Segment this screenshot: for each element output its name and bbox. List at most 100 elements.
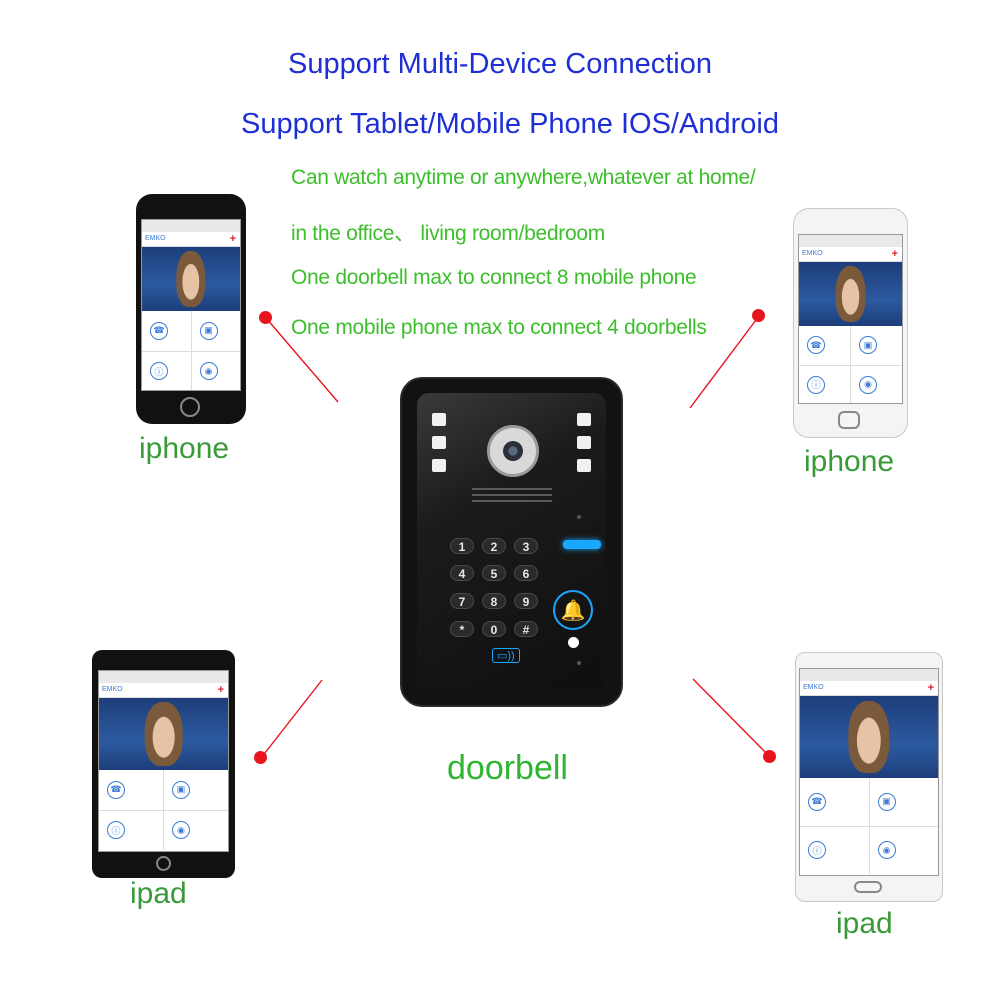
label-iphone-right: iphone xyxy=(804,445,895,478)
photo-icon: ▣ xyxy=(877,792,896,811)
ir-led xyxy=(432,413,446,426)
action-grid: ☎ ▣ ⓘ ◉ xyxy=(799,326,902,403)
status-light xyxy=(563,540,601,549)
speaker-grille xyxy=(472,500,552,502)
key-2[interactable]: 2 xyxy=(482,538,506,554)
info-icon: ⓘ xyxy=(107,821,125,840)
key-6[interactable]: 6 xyxy=(514,565,538,581)
info-icon: ⓘ xyxy=(808,841,826,860)
home-button xyxy=(838,411,860,429)
action-photo[interactable]: ▣ xyxy=(191,311,240,351)
action-record[interactable]: ◉ xyxy=(191,351,240,390)
phone-screen: EMKO + ☎ ▣ ⓘ ◉ xyxy=(141,219,241,391)
tablet-screen: EMKO+ ☎ ▣ ⓘ ◉ xyxy=(799,668,939,876)
ir-led xyxy=(577,436,591,449)
connector-dot-bottom-right xyxy=(763,750,776,763)
action-call[interactable]: ☎ xyxy=(799,326,850,365)
record-icon: ◉ xyxy=(199,362,218,381)
connector-dot-top-left xyxy=(259,311,272,324)
home-button xyxy=(180,397,200,417)
iphone-top-left: EMKO + ☎ ▣ ⓘ ◉ xyxy=(136,194,246,424)
action-photo[interactable]: ▣ xyxy=(851,326,902,365)
camera-lens-icon xyxy=(487,425,539,477)
action-call[interactable]: ☎ xyxy=(142,311,191,351)
app-brand: EMKO xyxy=(102,686,123,693)
ir-led xyxy=(577,413,591,426)
status-bar xyxy=(142,220,240,232)
add-icon: + xyxy=(217,684,224,696)
feature-line-3: One doorbell max to connect 8 mobile pho… xyxy=(291,266,697,289)
key-9[interactable]: 9 xyxy=(514,593,538,609)
ir-led xyxy=(432,459,446,472)
tablet-screen: EMKO + ☎ ▣ ⓘ ◉ xyxy=(98,670,229,852)
app-bar: EMKO + xyxy=(99,683,228,698)
action-photo[interactable]: ▣ xyxy=(164,770,228,810)
bell-icon[interactable]: 🔔 xyxy=(553,590,593,630)
key-0[interactable]: 0 xyxy=(482,621,506,637)
add-icon: + xyxy=(229,233,236,245)
app-bar: EMKO + xyxy=(799,247,902,262)
status-bar xyxy=(800,669,938,681)
key-8[interactable]: 8 xyxy=(482,593,506,609)
record-icon: ◉ xyxy=(172,821,190,840)
ir-led xyxy=(432,436,446,449)
face-image xyxy=(835,265,866,323)
video-feed xyxy=(142,247,240,311)
action-record[interactable]: ◉ xyxy=(851,365,902,403)
key-4[interactable]: 4 xyxy=(450,565,474,581)
video-feed xyxy=(800,696,938,778)
info-icon: ⓘ xyxy=(150,362,168,381)
action-grid: ☎ ▣ ⓘ ◉ xyxy=(800,778,938,874)
home-button xyxy=(854,881,882,893)
info-icon: ⓘ xyxy=(807,375,825,394)
action-photo[interactable]: ▣ xyxy=(869,778,938,826)
action-info[interactable]: ⓘ xyxy=(799,365,850,403)
action-info[interactable]: ⓘ xyxy=(800,826,869,874)
connector-line-top-left xyxy=(265,317,339,403)
speaker-grille xyxy=(472,494,552,496)
app-bar: EMKO + xyxy=(142,232,240,247)
app-bar: EMKO+ xyxy=(800,681,938,696)
video-feed xyxy=(99,698,228,770)
key-star[interactable]: * xyxy=(450,621,474,637)
doorbell-panel: 1 2 3 4 5 6 7 8 9 * 0 # 🔔 ▭)) xyxy=(417,393,606,689)
mic-icon xyxy=(577,515,581,519)
phone-icon: ☎ xyxy=(107,780,125,799)
record-icon: ◉ xyxy=(859,375,877,394)
feature-line-1: Can watch anytime or anywhere,whatever a… xyxy=(291,166,756,189)
face-image xyxy=(144,702,183,766)
key-1[interactable]: 1 xyxy=(450,538,474,554)
photo-icon: ▣ xyxy=(172,780,190,799)
face-image xyxy=(176,250,206,308)
action-record[interactable]: ◉ xyxy=(164,810,228,850)
ipad-bottom-right: EMKO+ ☎ ▣ ⓘ ◉ xyxy=(795,652,943,902)
key-3[interactable]: 3 xyxy=(514,538,538,554)
key-5[interactable]: 5 xyxy=(482,565,506,581)
label-ipad-left: ipad xyxy=(130,877,187,910)
photo-icon: ▣ xyxy=(199,321,218,340)
doorbell-unit: 1 2 3 4 5 6 7 8 9 * 0 # 🔔 ▭)) xyxy=(400,377,623,707)
phone-icon: ☎ xyxy=(808,792,826,811)
action-grid: ☎ ▣ ⓘ ◉ xyxy=(142,311,240,390)
label-doorbell: doorbell xyxy=(447,749,568,787)
label-iphone-left: iphone xyxy=(139,432,230,465)
app-brand: EMKO xyxy=(145,235,166,242)
headline-multi-device: Support Multi-Device Connection xyxy=(288,48,712,80)
key-7[interactable]: 7 xyxy=(450,593,474,609)
action-record[interactable]: ◉ xyxy=(869,826,938,874)
action-call[interactable]: ☎ xyxy=(800,778,869,826)
action-info[interactable]: ⓘ xyxy=(99,810,163,850)
app-brand: EMKO xyxy=(802,250,823,257)
rfid-card-icon: ▭)) xyxy=(492,648,520,663)
action-call[interactable]: ☎ xyxy=(99,770,163,810)
speaker-grille xyxy=(472,488,552,490)
phone-icon: ☎ xyxy=(150,321,168,340)
record-icon: ◉ xyxy=(877,841,896,860)
add-icon: + xyxy=(891,248,898,260)
face-image xyxy=(848,700,890,774)
connector-line-bottom-right xyxy=(692,678,771,758)
action-info[interactable]: ⓘ xyxy=(142,351,191,390)
indicator-dot xyxy=(568,637,579,648)
key-hash[interactable]: # xyxy=(514,621,538,637)
